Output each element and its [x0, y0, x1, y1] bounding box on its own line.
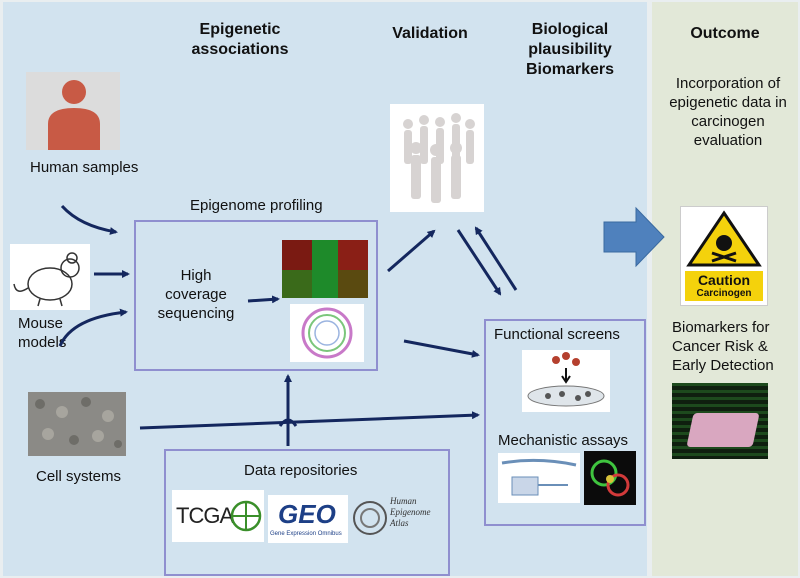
- arrow-cells-to-screens: [139, 411, 480, 430]
- label-data-repositories: Data repositories: [244, 462, 358, 479]
- heatmap-image: [282, 240, 368, 298]
- label-mouse-models: Mouse models: [18, 315, 67, 351]
- label-human-samples: Human samples: [30, 159, 139, 176]
- arrow-mouse2-to-profiling: [58, 308, 128, 347]
- header-biological-plausibility: Biological plausibility Biomarkers: [525, 21, 615, 78]
- fluorescence-cell-image: [584, 451, 636, 505]
- label-cell-systems: Cell systems: [36, 468, 122, 485]
- label-high-coverage-sequencing: High coverage sequencing: [157, 267, 235, 322]
- caution-carcinogen-sign: Caution Carcinogen: [680, 206, 768, 306]
- dish-screen-image: [522, 350, 610, 412]
- header-validation: Validation: [392, 25, 468, 42]
- assay-schematic-image: [498, 453, 580, 503]
- arrow-cells-crossing-arch: [278, 418, 298, 427]
- circos-plot-image: [290, 304, 364, 362]
- cell-culture-image: [28, 392, 126, 456]
- tcga-logo: TCGA: [172, 490, 264, 542]
- label-mechanistic-assays: Mechanistic assays: [498, 432, 629, 449]
- label-functional-screens: Functional screens: [494, 326, 620, 343]
- arrow-human-to-profiling: [60, 204, 118, 235]
- arrow-validation-down: [456, 229, 502, 296]
- big-outcome-arrow: [603, 206, 665, 268]
- arrow-profiling-to-validation: [387, 229, 436, 273]
- human-epigenome-atlas-logo: Human Epigenome Atlas: [350, 492, 446, 544]
- label-epigenome-profiling: Epigenome profiling: [190, 197, 323, 214]
- geo-logo: GEO Gene Expression Omnibus: [268, 495, 348, 543]
- label-incorporation: Incorporation of epigenetic data in carc…: [669, 75, 787, 149]
- caution-text: Caution: [697, 272, 751, 288]
- biomarker-plate-image: [672, 383, 768, 459]
- label-biomarkers: Biomarkers for Cancer Risk & Early Detec…: [672, 319, 774, 374]
- arrow-sequencing-to-plots: [247, 295, 280, 304]
- arrow-profiling-to-screens: [403, 339, 480, 358]
- header-outcome: Outcome: [690, 25, 760, 42]
- arrow-validation-up: [474, 226, 518, 291]
- carcinogen-text: Carcinogen: [696, 288, 752, 299]
- mouse-drawing-image: [10, 244, 90, 310]
- human-silhouette-image: [26, 72, 120, 150]
- header-epigenetic-associations: Epigenetic associations: [191, 21, 289, 58]
- population-crowd-image: [390, 104, 484, 212]
